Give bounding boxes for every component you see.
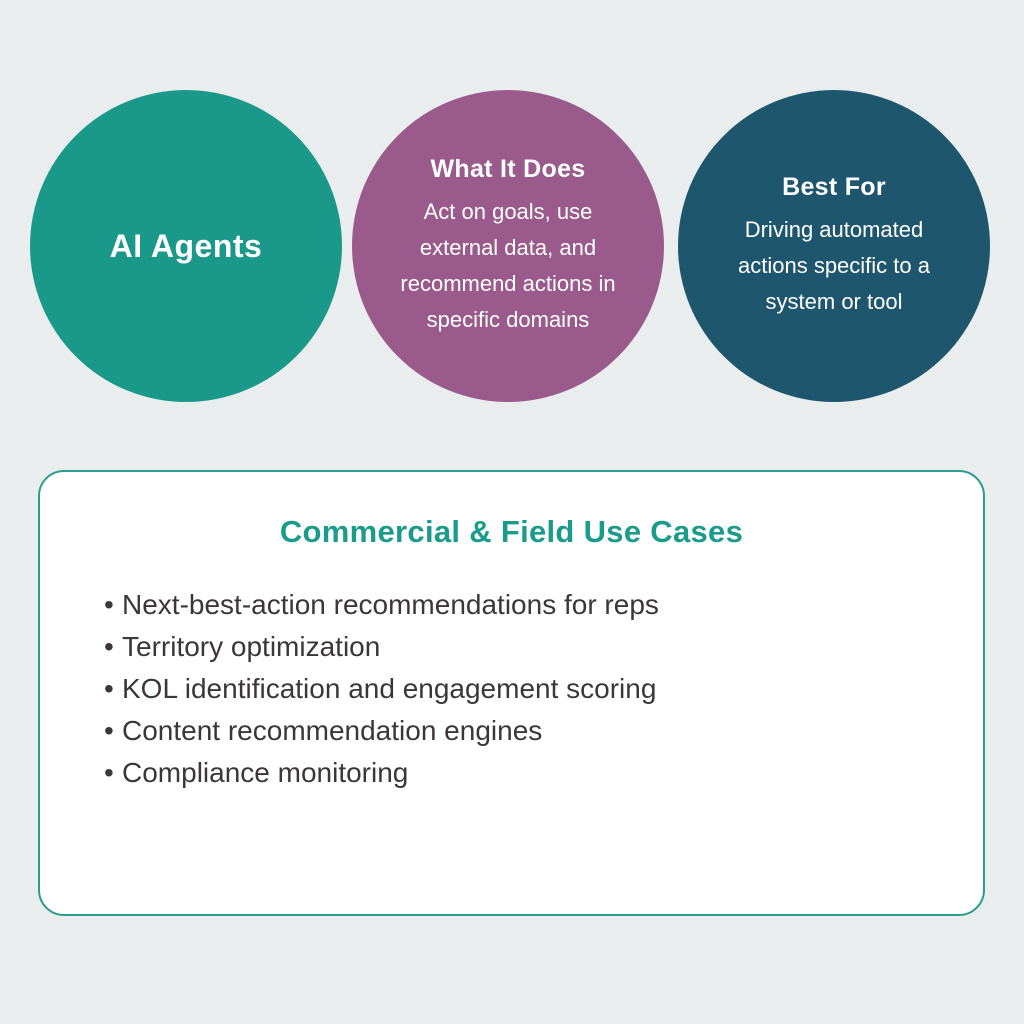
- circle-ai-agents: AI Agents: [30, 90, 342, 402]
- use-case-item: Compliance monitoring: [104, 752, 943, 794]
- best-for-body: Driving automated actions specific to a …: [738, 216, 930, 314]
- what-it-does-title: What It Does: [430, 154, 586, 183]
- ai-agents-label: AI Agents: [109, 227, 263, 264]
- circle-what-it-does: What It Does Act on goals, use external …: [352, 90, 664, 402]
- use-case-item: Next-best-action recommendations for rep…: [104, 584, 943, 626]
- what-it-does-body: Act on goals, use external data, and rec…: [400, 198, 616, 332]
- use-cases-card-title: Commercial & Field Use Cases: [279, 514, 744, 549]
- use-case-item: Territory optimization: [104, 626, 943, 668]
- use-cases-card: Commercial & Field Use Cases Next-best-a…: [38, 470, 985, 916]
- best-for-title: Best For: [782, 172, 886, 201]
- use-case-list: Next-best-action recommendations for rep…: [80, 584, 943, 794]
- use-case-item: KOL identification and engagement scorin…: [104, 668, 943, 710]
- use-case-item: Content recommendation engines: [104, 710, 943, 752]
- circle-best-for: Best For Driving automated actions speci…: [678, 90, 990, 402]
